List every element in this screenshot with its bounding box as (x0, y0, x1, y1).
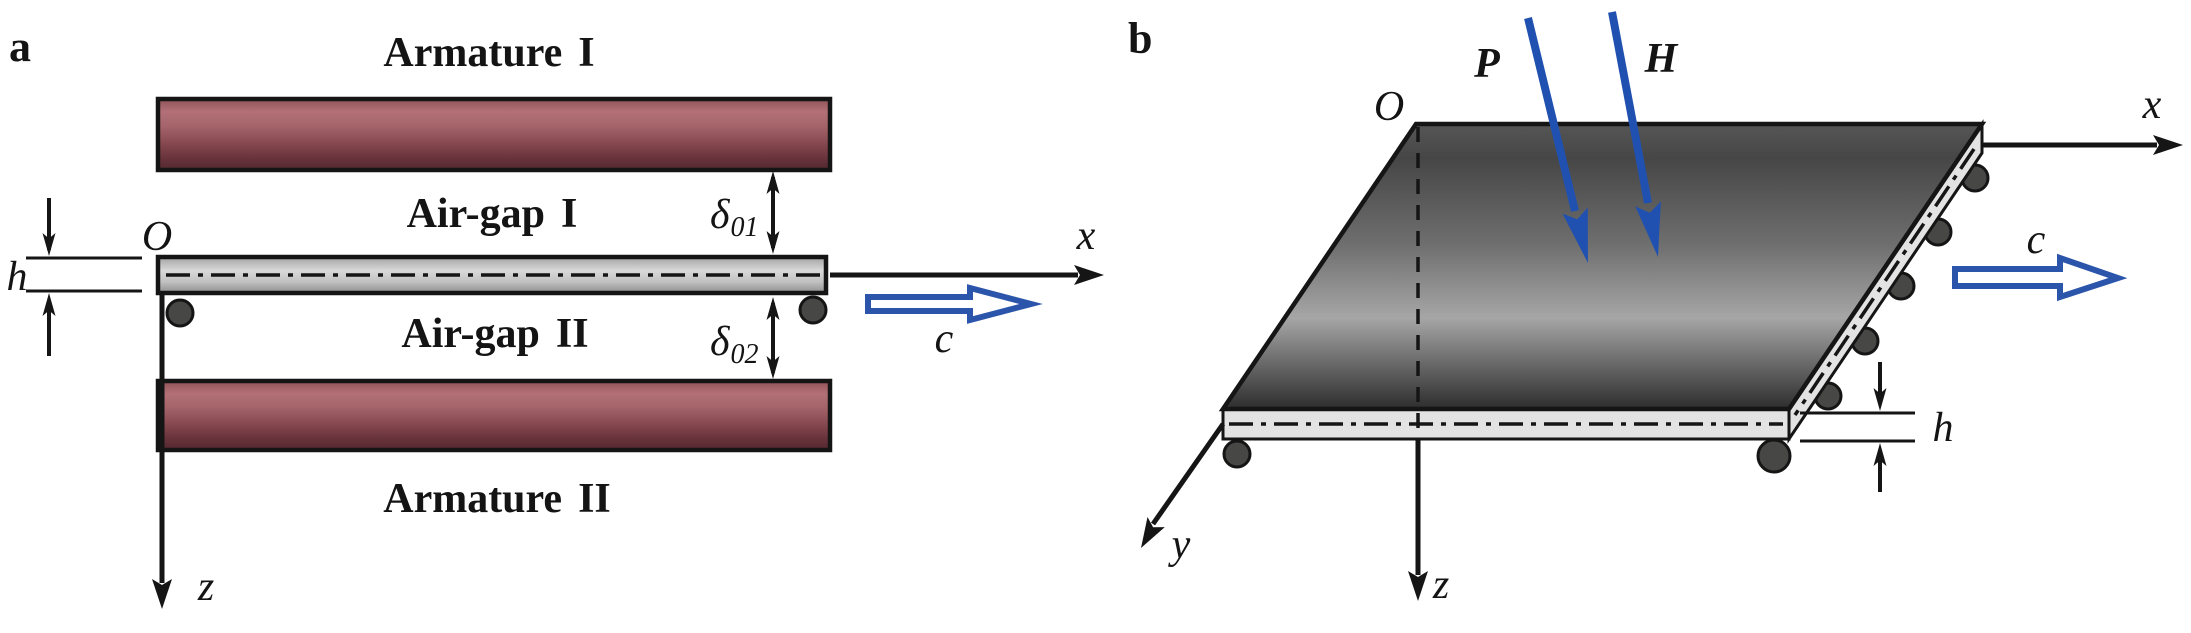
h-dimension-b (1800, 362, 1915, 492)
y-axis-line-b (1150, 422, 1226, 526)
armature-1-bar (155, 96, 833, 173)
z-axis-b (1408, 439, 1428, 601)
h-arrowhead-down (42, 233, 56, 256)
x-axis-a (830, 265, 1104, 285)
plate-centerline-right (1793, 148, 1976, 416)
velocity-label-a: c (935, 316, 954, 362)
magnetic-arrowhead (1635, 201, 1661, 257)
h-arrowhead-up-b (1873, 443, 1887, 466)
delta-02-dimension (766, 297, 780, 379)
delta-02-label: δ02 (710, 319, 759, 370)
h-label-a: h (7, 254, 28, 300)
origin-label-a: O (142, 214, 172, 260)
pressure-arrow (1524, 17, 1588, 263)
origin-label-b: O (1374, 84, 1404, 130)
x-axis-b (1982, 135, 2183, 155)
y-axis-b (1141, 422, 1226, 548)
roller (1222, 439, 1252, 469)
velocity-arrow-a (865, 284, 1043, 324)
z-axis-arrowhead-b (1408, 571, 1428, 601)
y-axis-arrowhead-b (1141, 517, 1165, 548)
z-axis-label-a: z (197, 564, 214, 610)
delta-01-label: δ01 (710, 192, 759, 243)
delta-01-arrowhead-up (766, 171, 780, 194)
velocity-arrow-b (1952, 253, 2128, 302)
h-label-b: h (1933, 405, 1954, 451)
z-axis-label-b: z (1432, 562, 1449, 608)
z-axis-a (152, 295, 172, 609)
delta-01-dimension (766, 171, 780, 254)
armature-2-bar (155, 378, 833, 453)
x-axis-arrowhead-b (2153, 135, 2183, 155)
panel-b: b O z y x (1128, 11, 2183, 608)
magnetic-field-arrow (1608, 11, 1661, 257)
plate-top-face (1218, 121, 1987, 412)
magnetic-arrow-shaft (1608, 11, 1652, 204)
roller (1756, 438, 1792, 474)
delta-01-arrowhead-down (766, 231, 780, 254)
magnetic-label: H (1644, 36, 1679, 82)
x-axis-label-a: x (1076, 213, 1096, 259)
panel-a-letter: a (9, 22, 31, 71)
velocity-label-b: c (2027, 217, 2046, 263)
h-arrowhead-up (42, 293, 56, 316)
pressure-label: P (1473, 41, 1500, 87)
delta-02-arrowhead-up (766, 297, 780, 320)
y-axis-label-b: y (1168, 522, 1191, 568)
delta-02-arrowhead-down (766, 356, 780, 379)
pressure-arrow-shaft (1524, 17, 1579, 212)
x-axis-label-b: x (2142, 82, 2162, 128)
roller (165, 298, 195, 328)
roller (798, 295, 828, 325)
pressure-arrowhead (1562, 207, 1588, 263)
h-dimension-a (26, 198, 142, 356)
x-axis-arrowhead-a (1074, 265, 1104, 285)
panel-b-letter: b (1128, 14, 1152, 63)
h-arrowhead-down-b (1873, 388, 1887, 411)
z-axis-arrowhead-a (152, 579, 172, 609)
